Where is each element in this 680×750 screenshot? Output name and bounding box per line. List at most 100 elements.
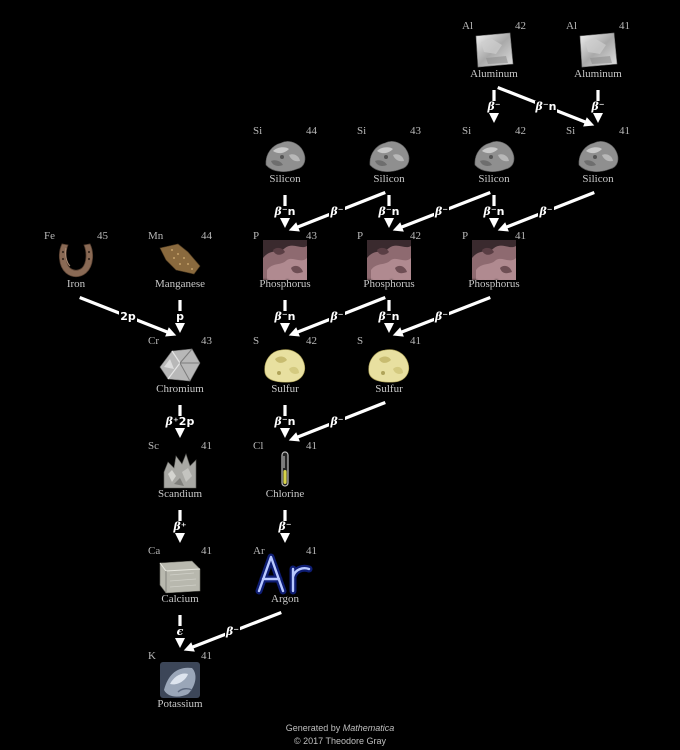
horseshoe-image xyxy=(54,240,98,280)
aluminum-chunk-image xyxy=(576,30,620,70)
mass-number: 43 xyxy=(410,125,421,137)
element-name: Phosphorus xyxy=(363,278,415,290)
mass-number: 42 xyxy=(515,125,526,137)
decay-label: β⁻n xyxy=(534,99,558,113)
element-name: Potassium xyxy=(157,698,203,710)
element-symbol: Sc xyxy=(148,440,159,452)
mass-number: 41 xyxy=(201,545,212,557)
decay-label: β⁻n xyxy=(273,309,297,323)
element-symbol: Si xyxy=(462,125,472,137)
mass-number: 44 xyxy=(306,125,317,137)
decay-label: β⁻ xyxy=(590,99,606,113)
decay-label: ϵ xyxy=(175,624,185,638)
potassium-metal-image xyxy=(158,660,202,700)
element-symbol: P xyxy=(462,230,469,242)
mass-number: 42 xyxy=(306,335,317,347)
element-name: Scandium xyxy=(158,488,202,500)
element-name: Chlorine xyxy=(265,488,305,500)
element-name: Silicon xyxy=(269,173,301,185)
scandium-crystals-image xyxy=(158,450,202,490)
element-name: Argon xyxy=(271,593,299,605)
element-symbol: Fe xyxy=(44,230,55,242)
element-name: Sulfur xyxy=(375,383,403,395)
element-symbol: S xyxy=(253,335,260,347)
mass-number: 41 xyxy=(515,230,526,242)
red-phosphorus-image xyxy=(367,240,411,280)
element-symbol: Al xyxy=(566,20,577,32)
decay-label: β⁻ xyxy=(329,309,345,323)
silicon-lump-image xyxy=(576,135,620,175)
decay-label: β⁻ xyxy=(433,309,450,323)
decay-label: 2p xyxy=(119,309,137,323)
element-symbol: Si xyxy=(253,125,263,137)
decay-label: β⁻ xyxy=(329,414,345,428)
mass-number: 41 xyxy=(201,440,212,452)
footer-software: Mathematica xyxy=(342,723,395,733)
red-phosphorus-image xyxy=(472,240,516,280)
element-symbol: Ar xyxy=(253,545,265,557)
sulfur-lump-image xyxy=(367,345,411,385)
decay-label: β⁻ xyxy=(224,624,241,638)
decay-label: β⁻ xyxy=(433,204,450,218)
element-symbol: Ca xyxy=(148,545,161,557)
decay-label: β⁺ xyxy=(172,519,188,533)
decay-label: β⁻ xyxy=(486,99,502,113)
element-symbol: Mn xyxy=(148,230,164,242)
element-name: Chromium xyxy=(156,383,204,395)
decay-label: β⁺2p xyxy=(164,414,196,428)
mass-number: 43 xyxy=(201,335,212,347)
mass-number: 45 xyxy=(97,230,108,242)
element-symbol: P xyxy=(253,230,260,242)
element-name: Manganese xyxy=(154,278,206,290)
element-name: Silicon xyxy=(582,173,614,185)
decay-label: β⁻n xyxy=(273,414,297,428)
mass-number: 41 xyxy=(619,20,630,32)
element-symbol: Si xyxy=(357,125,367,137)
chlorine-ampoule-image xyxy=(263,450,307,490)
mass-number: 41 xyxy=(619,125,630,137)
element-name: Aluminum xyxy=(574,68,622,80)
element-name: Calcium xyxy=(161,593,199,605)
footer-generated-by: Generated by xyxy=(285,723,341,733)
element-symbol: K xyxy=(148,650,156,662)
mass-number: 42 xyxy=(515,20,526,32)
element-name: Iron xyxy=(66,278,86,290)
decay-label: p xyxy=(175,309,185,323)
mass-number: 41 xyxy=(306,440,317,452)
decay-label: β⁻n xyxy=(377,204,401,218)
decay-label: β⁻ xyxy=(538,204,554,218)
element-symbol: Al xyxy=(462,20,473,32)
silicon-lump-image xyxy=(472,135,516,175)
decay-label: β⁻n xyxy=(273,204,297,218)
footer: Generated by Mathematica © 2017 Theodore… xyxy=(0,722,680,748)
element-symbol: P xyxy=(357,230,364,242)
chromium-chunk-image xyxy=(158,345,202,385)
calcium-block-image xyxy=(158,555,202,595)
mass-number: 41 xyxy=(306,545,317,557)
decay-label: β⁻n xyxy=(377,309,401,323)
element-name: Phosphorus xyxy=(468,278,520,290)
element-symbol: S xyxy=(357,335,364,347)
mass-number: 41 xyxy=(201,650,212,662)
element-name: Aluminum xyxy=(470,68,518,80)
silicon-lump-image xyxy=(367,135,411,175)
element-symbol: Cr xyxy=(148,335,159,347)
decay-label: β⁻n xyxy=(482,204,506,218)
